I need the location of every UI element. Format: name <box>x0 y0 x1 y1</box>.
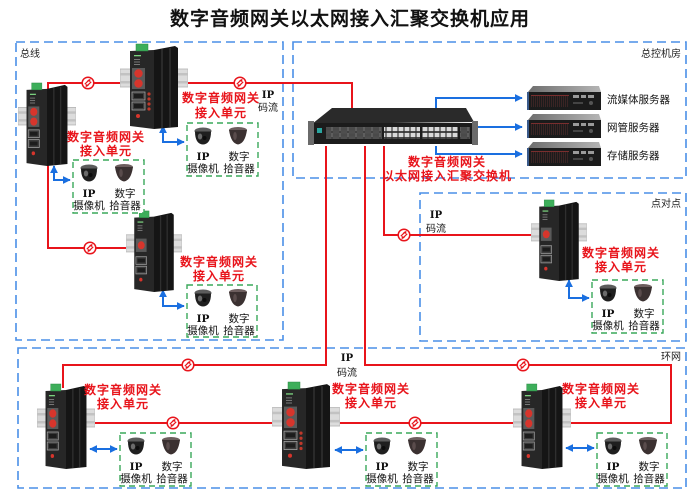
gateway-label-line2: 接入单元 <box>97 396 149 411</box>
mic-label-name: 拾音器 <box>223 324 255 337</box>
endpoint-group: IP 摄像机 数字 拾音器 <box>591 279 664 334</box>
gateway-label-line2: 接入单元 <box>195 105 247 120</box>
fiber-link-ring-right <box>364 146 672 424</box>
gateway-label-line1: 数字音频网关 <box>84 382 162 397</box>
fiber-icon <box>408 416 422 430</box>
switch-label-line2: 以太网接入汇聚交换机 <box>382 168 512 183</box>
gateway-label-line1: 数字音频网关 <box>582 245 660 260</box>
camera-label-name: 摄像机 <box>120 472 152 485</box>
ethernet-link-endpoint-3 <box>159 289 185 310</box>
camera-label-type: IP <box>197 313 210 325</box>
server-label-management: 网管服务器 <box>607 121 660 134</box>
mic-label-name: 拾音器 <box>628 319 660 332</box>
camera-label-type: IP <box>376 461 389 473</box>
region-label-bus: 总线 <box>20 47 40 60</box>
gateway-label-line2: 接入单元 <box>575 395 627 410</box>
gateway-label-line1: 数字音频网关 <box>332 381 410 396</box>
mic-label-name: 拾音器 <box>156 472 188 485</box>
region-label-ring: 环网 <box>661 351 681 363</box>
management-server-icon <box>527 114 601 138</box>
fiber-link-point-to-point <box>383 146 536 236</box>
mic-label-type: 数字 <box>162 460 183 473</box>
fiber-icon <box>233 76 247 90</box>
mic-label-name: 拾音器 <box>402 472 434 485</box>
ethernet-link-streaming-server <box>435 94 523 112</box>
gateway-label-line1: 数字音频网关 <box>67 129 145 144</box>
stream-label-stream: 码流 <box>426 222 446 235</box>
gateway-label-line1: 数字音频网关 <box>182 90 260 105</box>
stream-label-ip: IP <box>262 90 275 101</box>
streaming-server-icon <box>527 86 601 110</box>
audio-gateway-icon <box>120 44 188 129</box>
stream-label-ip: IP <box>341 353 354 364</box>
fiber-icon <box>397 228 411 242</box>
mic-label-name: 拾音器 <box>109 199 141 212</box>
gateway-label-line1: 数字音频网关 <box>562 381 640 396</box>
camera-label-name: 摄像机 <box>366 472 398 485</box>
storage-server-icon <box>527 142 601 166</box>
aggregation-switch-icon <box>308 108 478 145</box>
gateway-label-line1: 数字音频网关 <box>180 254 258 269</box>
mic-label-name: 拾音器 <box>223 162 255 175</box>
endpoint-group: IP 摄像机 数字 拾音器 <box>72 159 145 214</box>
audio-gateway-icon <box>531 200 587 281</box>
gateway-label-line2: 接入单元 <box>595 259 647 274</box>
ethernet-link-storage-server <box>435 146 523 158</box>
camera-label-name: 摄像机 <box>73 199 105 212</box>
camera-label-name: 摄像机 <box>592 319 624 332</box>
endpoint-group: IP 摄像机 数字 拾音器 <box>186 284 258 338</box>
camera-label-type: IP <box>607 461 620 473</box>
mic-label-type: 数字 <box>115 187 136 200</box>
stream-label-ip: IP <box>430 210 443 221</box>
region-label-control-room: 总控机房 <box>641 47 681 60</box>
fiber-icon <box>166 416 180 430</box>
mic-label-type: 数字 <box>408 460 429 473</box>
stream-label-stream: 码流 <box>258 101 278 114</box>
mic-label-type: 数字 <box>634 307 655 320</box>
audio-gateway-icon <box>126 211 182 292</box>
stream-label-stream: 码流 <box>337 366 357 379</box>
server-label-storage: 存储服务器 <box>607 149 660 162</box>
audio-gateway-icon <box>513 384 571 469</box>
region-control-room <box>292 41 687 179</box>
camera-label-name: 摄像机 <box>597 472 629 485</box>
region-bus <box>15 41 284 341</box>
mic-label-type: 数字 <box>229 312 250 325</box>
endpoint-group: IP 摄像机 数字 拾音器 <box>365 432 438 487</box>
region-label-point-to-point: 点对点 <box>651 197 681 210</box>
switch-label-line1: 数字音频网关 <box>408 154 486 169</box>
region-ring <box>17 347 687 489</box>
ethernet-link-endpoint-1 <box>159 125 185 146</box>
gateway-label-line2: 接入单元 <box>193 268 245 283</box>
gateway-label-line2: 接入单元 <box>345 395 397 410</box>
gateway-label-line2: 接入单元 <box>80 143 132 158</box>
ethernet-link-endpoint-2 <box>50 165 71 184</box>
endpoint-group: IP 摄像机 数字 拾音器 <box>596 432 668 487</box>
audio-gateway-icon <box>272 382 340 469</box>
mic-label-type: 数字 <box>229 150 250 163</box>
mic-label-name: 拾音器 <box>633 472 665 485</box>
endpoint-group: IP 摄像机 数字 拾音器 <box>119 432 192 487</box>
endpoint-group: IP 摄像机 数字 拾音器 <box>186 122 259 177</box>
fiber-icon <box>516 358 530 372</box>
camera-label-name: 摄像机 <box>187 324 219 337</box>
ethernet-link-endpoint-4 <box>565 279 590 302</box>
fiber-icon <box>83 241 97 255</box>
fiber-icon <box>81 76 95 90</box>
camera-label-name: 摄像机 <box>187 162 219 175</box>
diagram-title: 数字音频网关以太网接入汇聚交换机应用 <box>170 7 530 30</box>
fiber-icon <box>181 358 195 372</box>
mic-label-type: 数字 <box>639 460 660 473</box>
camera-label-type: IP <box>83 188 96 200</box>
audio-gateway-icon <box>18 83 76 166</box>
camera-label-type: IP <box>602 308 615 320</box>
camera-label-type: IP <box>197 151 210 163</box>
server-label-streaming: 流媒体服务器 <box>607 93 670 106</box>
region-point-to-point <box>419 192 687 342</box>
camera-label-type: IP <box>130 461 143 473</box>
